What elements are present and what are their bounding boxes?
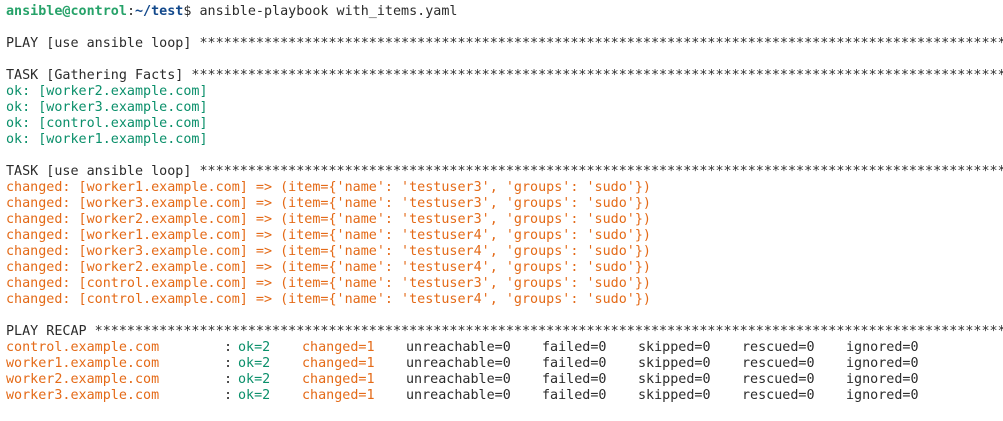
task-result-changed: changed: [worker1.example.com] => (item=… [6,228,651,243]
recap-host: worker2.example.com [6,372,160,387]
recap-failed: failed=0 [542,340,607,355]
recap-skipped: skipped=0 [638,388,711,403]
recap-skipped: skipped=0 [638,372,711,387]
recap-host: control.example.com [6,340,160,355]
prompt-line: ansible@control:~/test$ ansible-playbook… [6,4,457,20]
recap-colon: : [224,388,233,403]
recap-changed: changed=1 [302,340,375,355]
recap-ok: ok=2 [238,356,271,371]
recap-failed: failed=0 [542,372,607,387]
recap-ok: ok=2 [238,372,271,387]
task-result-ok: ok: [worker1.example.com] [6,132,208,147]
recap-unreachable: unreachable=0 [406,356,511,371]
recap-host: worker3.example.com [6,388,160,403]
recap-row: worker3.example.com : ok=2 changed=1 unr… [6,388,996,404]
recap-colon: : [224,356,233,371]
task-result-changed: changed: [worker1.example.com] => (item=… [6,180,651,195]
recap-unreachable: unreachable=0 [406,340,511,355]
recap-ignored: ignored=0 [846,372,919,387]
play-recap-header: PLAY RECAP *****************************… [6,324,1003,339]
recap-unreachable: unreachable=0 [406,372,511,387]
recap-ignored: ignored=0 [846,388,919,403]
recap-skipped: skipped=0 [638,356,711,371]
recap-row: control.example.com : ok=2 changed=1 unr… [6,340,996,356]
recap-host: worker1.example.com [6,356,160,371]
task-result-changed: changed: [worker3.example.com] => (item=… [6,196,651,211]
recap-skipped: skipped=0 [638,340,711,355]
task-result-changed: changed: [control.example.com] => (item=… [6,292,651,307]
task-result-ok: ok: [worker3.example.com] [6,100,208,115]
recap-changed: changed=1 [302,388,375,403]
recap-ok: ok=2 [238,340,271,355]
task-use-ansible-loop-header: TASK [use ansible loop] ****************… [6,164,1003,179]
prompt-user-host: ansible@control [6,4,127,19]
task-result-changed: changed: [worker2.example.com] => (item=… [6,212,651,227]
task-result-changed: changed: [worker3.example.com] => (item=… [6,244,651,259]
task-gathering-facts-header: TASK [Gathering Facts] *****************… [6,68,1003,83]
recap-changed: changed=1 [302,356,375,371]
prompt-symbol: $ [183,4,192,19]
play-header: PLAY [use ansible loop] ****************… [6,36,1003,51]
recap-rescued: rescued=0 [742,356,815,371]
recap-unreachable: unreachable=0 [406,388,511,403]
task-result-ok: ok: [worker2.example.com] [6,84,208,99]
task-result-ok: ok: [control.example.com] [6,116,208,131]
prompt-path: ~/test [135,4,184,19]
task-result-changed: changed: [worker2.example.com] => (item=… [6,260,651,275]
prompt-command: ansible-playbook with_items.yaml [191,4,458,19]
task-result-changed: changed: [control.example.com] => (item=… [6,276,651,291]
prompt-separator: : [126,4,135,19]
recap-row: worker1.example.com : ok=2 changed=1 unr… [6,356,996,372]
recap-failed: failed=0 [542,356,607,371]
recap-failed: failed=0 [542,388,607,403]
recap-ok: ok=2 [238,388,271,403]
recap-row: worker2.example.com : ok=2 changed=1 unr… [6,372,996,388]
recap-rescued: rescued=0 [742,388,815,403]
recap-changed: changed=1 [302,372,375,387]
recap-ignored: ignored=0 [846,340,919,355]
recap-colon: : [224,340,233,355]
recap-rescued: rescued=0 [742,340,815,355]
recap-ignored: ignored=0 [846,356,919,371]
recap-rescued: rescued=0 [742,372,815,387]
recap-colon: : [224,372,233,387]
